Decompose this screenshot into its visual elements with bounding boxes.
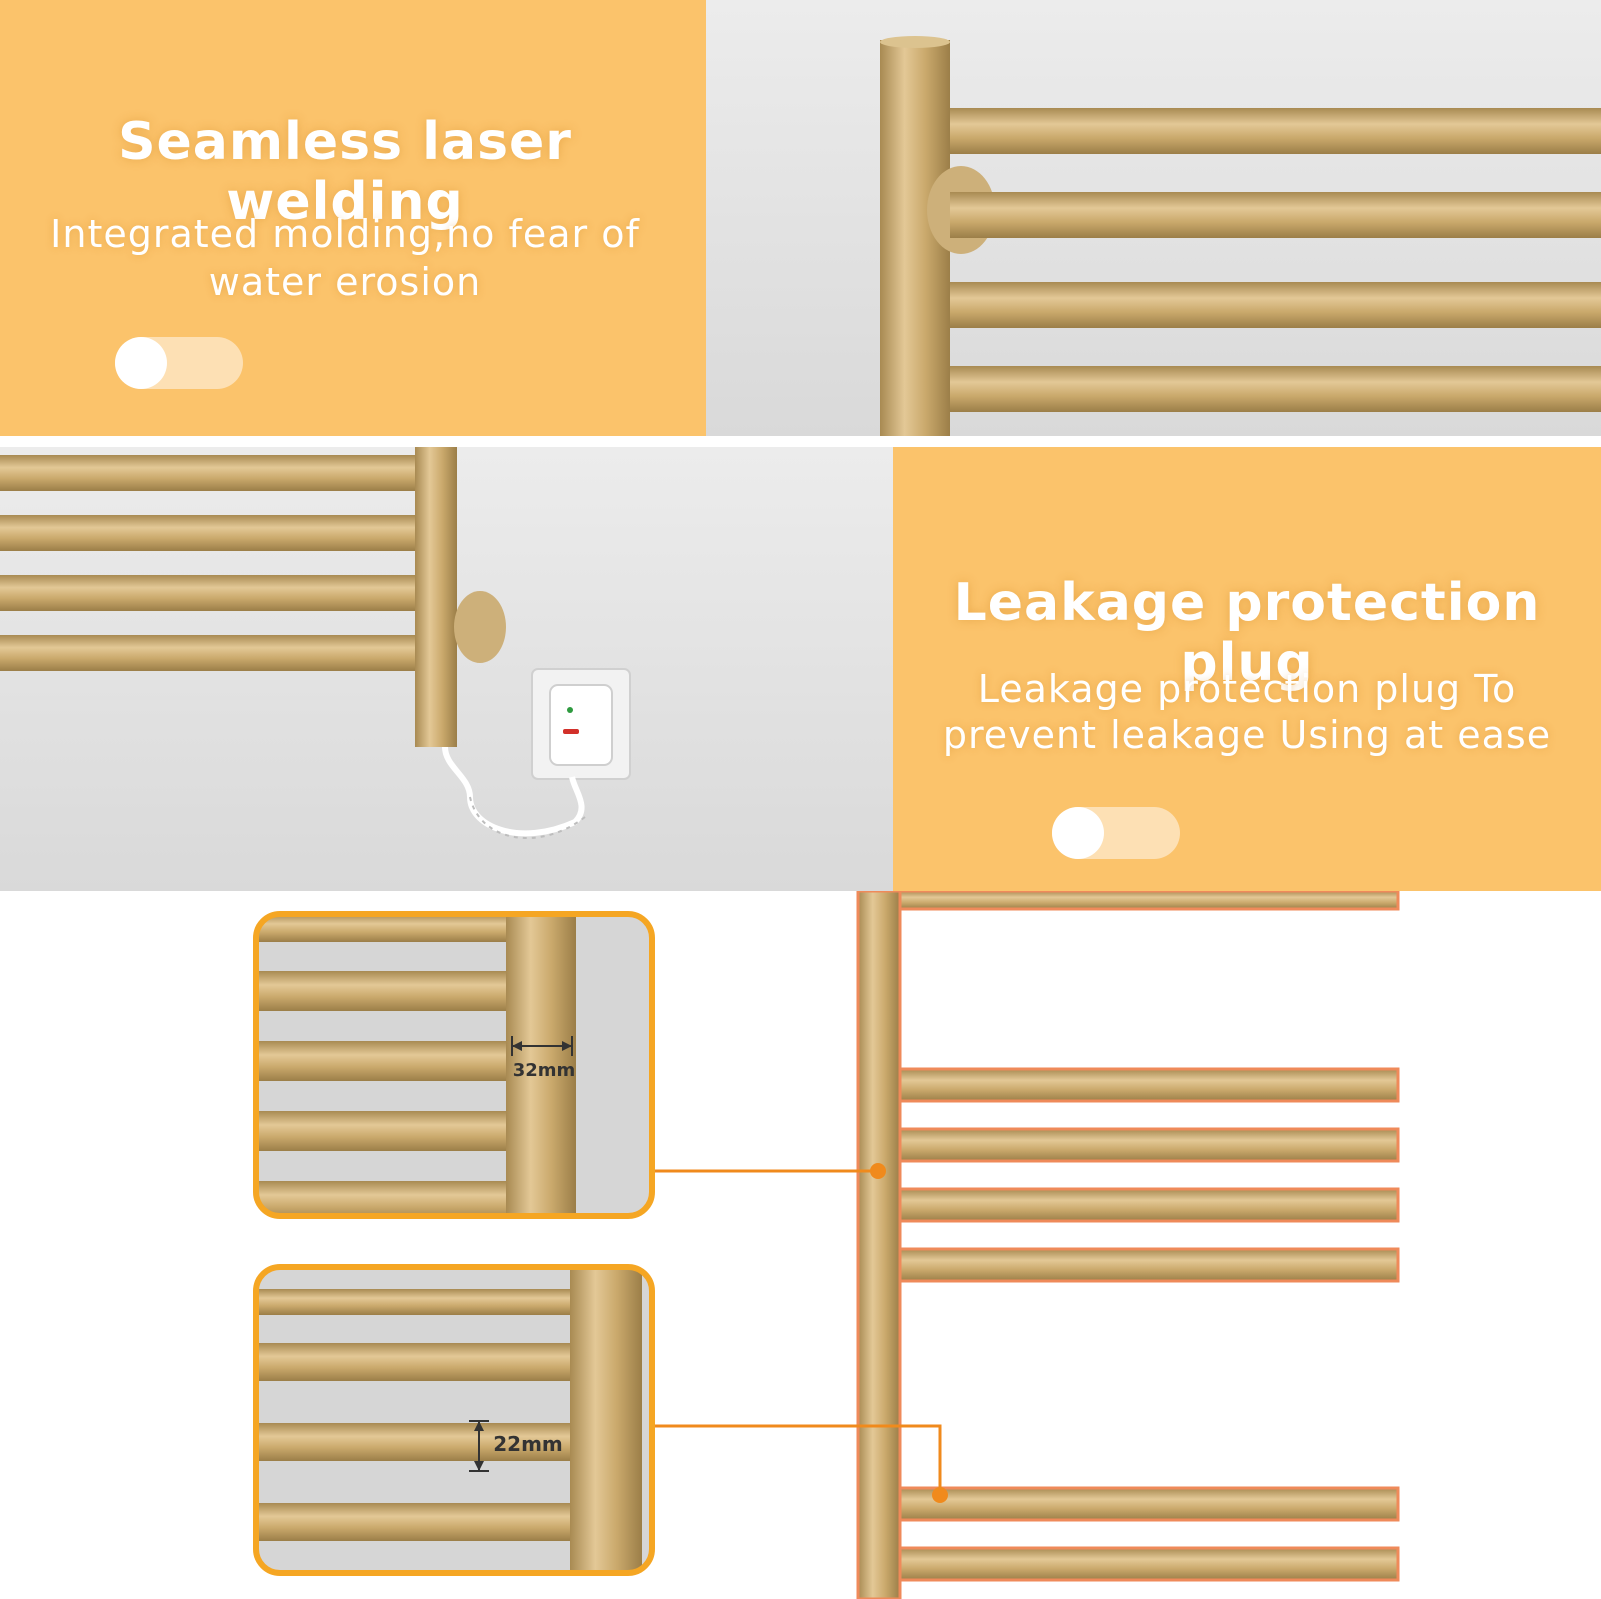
rail-outline-diagram (856, 891, 1400, 1599)
callout-dot-upright (870, 1163, 886, 1179)
welding-feature-panel: Seamless laser welding Integrated moldin… (0, 0, 706, 436)
callout-dot-bar (932, 1487, 948, 1503)
plug-toggle[interactable] (1052, 807, 1180, 859)
dimension-32mm-label: 32mm (513, 1060, 576, 1081)
plug-subtitle-line1: Leakage protection plug To (977, 667, 1517, 711)
plug-title: Leakage protection plug (953, 573, 1541, 693)
plug-photo (0, 447, 893, 891)
zoom-upright-inset: 32mm (253, 911, 655, 1219)
zoom-bar-inset: 22mm (253, 1264, 655, 1576)
plug-feature-panel: Leakage protection plug Leakage protecti… (893, 447, 1601, 891)
plug-toggle-knob (1052, 807, 1104, 859)
dimension-diagram: 32mm 22mm (253, 891, 1400, 1599)
plug-rail-illustration (0, 447, 631, 839)
welding-photo (706, 0, 1601, 436)
welding-subtitle-line1: Integrated molding,no fear of (50, 212, 640, 256)
welding-rail-illustration (880, 36, 1601, 436)
welding-toggle-knob (115, 337, 167, 389)
plug-subtitle-line2: prevent leakage Using at ease (942, 713, 1552, 757)
welding-title: Seamless laser welding (118, 112, 572, 232)
callout-line-bar (652, 1424, 942, 1495)
welding-toggle[interactable] (115, 337, 243, 389)
welding-subtitle-line2: water erosion (208, 260, 482, 304)
dimension-22mm-label: 22mm (493, 1432, 563, 1456)
